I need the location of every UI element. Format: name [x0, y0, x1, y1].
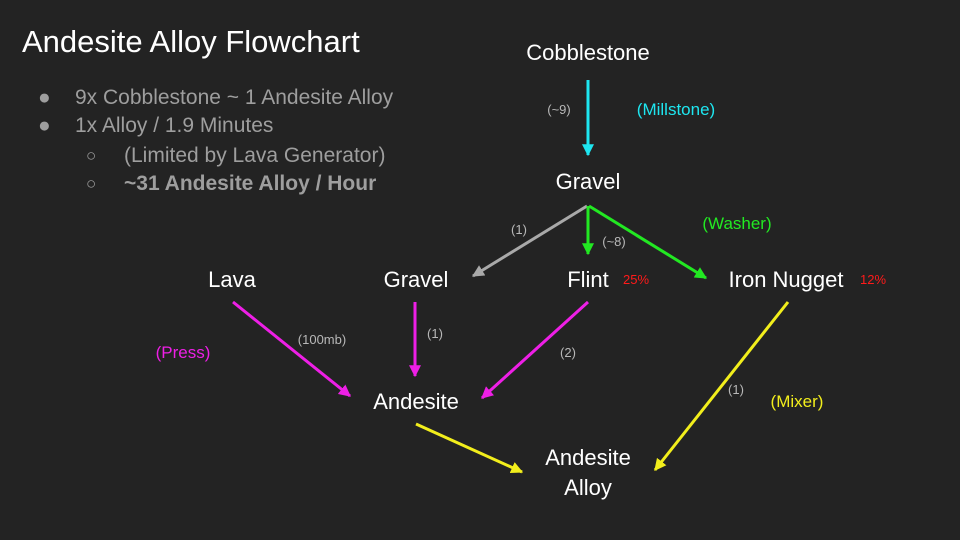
- chance-flint: 25%: [623, 272, 650, 287]
- slide-title: Andesite Alloy Flowchart: [22, 24, 360, 59]
- sub-bullet-text: (Limited by Lava Generator): [124, 144, 386, 167]
- process-press: (Press): [155, 343, 211, 362]
- process-millstone: (Millstone): [636, 100, 716, 119]
- node-andesite: Andesite: [373, 389, 459, 414]
- process-washer: (Washer): [702, 214, 772, 233]
- arrow-andesite-to-alloy: [415, 422, 524, 474]
- label-lava-to-andesite: (100mb): [297, 332, 347, 347]
- node-andesite-alloy-line1: Andesite: [545, 445, 631, 470]
- process-mixer: (Mixer): [770, 392, 824, 411]
- bullet-marker: ●: [38, 86, 51, 109]
- node-andesite-alloy: Andesite Alloy: [545, 443, 631, 503]
- sub-bullet-marker: ○: [86, 174, 97, 193]
- node-gravel-source: Gravel: [555, 169, 621, 194]
- label-cobblestone-to-gravel: (~9): [547, 102, 571, 117]
- arrow-iron-nugget-to-alloy: [653, 301, 790, 471]
- sub-bullet-text: ~31 Andesite Alloy / Hour: [124, 172, 377, 195]
- chance-iron-nugget: 12%: [860, 272, 887, 287]
- node-gravel: Gravel: [383, 267, 449, 292]
- node-lava: Lava: [208, 267, 256, 292]
- label-gravel-to-andesite: (1): [427, 326, 443, 341]
- node-flint: Flint: [567, 267, 609, 292]
- label-iron-nugget-to-alloy: (1): [728, 382, 744, 397]
- arrow-gravel-to-iron-nugget: [588, 204, 708, 280]
- label-flint-to-andesite: (2): [560, 345, 576, 360]
- sub-bullet-marker: ○: [86, 146, 97, 165]
- arrow-flint-to-andesite: [480, 300, 590, 400]
- arrow-gravel-to-gravel: [471, 204, 588, 278]
- label-gravel-to-flint: (~8): [602, 234, 626, 249]
- arrow-lava-to-andesite: [232, 300, 351, 398]
- node-iron-nugget: Iron Nugget: [728, 267, 844, 292]
- bullet-text: 1x Alloy / 1.9 Minutes: [75, 114, 274, 137]
- node-cobblestone: Cobblestone: [526, 40, 650, 65]
- bullet-text: 9x Cobblestone ~ 1 Andesite Alloy: [75, 86, 394, 109]
- label-gravel-to-gravel: (1): [511, 222, 527, 237]
- node-andesite-alloy-line2: Alloy: [564, 475, 612, 500]
- bullet-marker: ●: [38, 114, 51, 137]
